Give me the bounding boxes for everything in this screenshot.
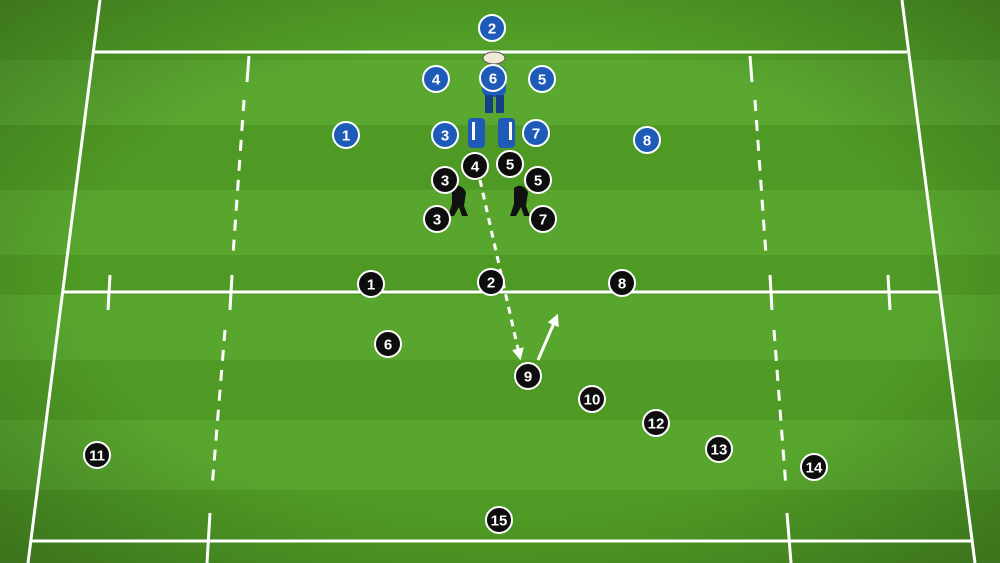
player-number: 7	[539, 212, 547, 229]
attacking-player-figure-icon	[510, 185, 530, 216]
blue-player: 7	[522, 119, 550, 147]
lifter-icon	[498, 118, 515, 148]
black-player: 5	[496, 150, 524, 178]
pass-arrow	[478, 179, 524, 361]
player-number: 2	[488, 21, 496, 38]
touchline-left	[26, 0, 102, 563]
player-number: 3	[441, 173, 449, 190]
black-player: 12	[642, 409, 670, 437]
black-team: 4 5 3 5 3 7 1 2 8 6 9 10 12 11 13 14 15	[83, 150, 828, 534]
blue-player: 8	[633, 126, 661, 154]
movement-arrows	[478, 179, 559, 361]
black-player: 3	[423, 205, 451, 233]
black-player: 8	[608, 269, 636, 297]
black-player: 13	[705, 435, 733, 463]
black-player: 2	[477, 268, 505, 296]
blue-player: 4	[422, 65, 450, 93]
black-player: 15	[485, 506, 513, 534]
attacking-player-figure-icon	[448, 185, 468, 216]
dashed-line-upper-right	[753, 99, 768, 256]
blue-player: 1	[332, 121, 360, 149]
black-player: 6	[374, 330, 402, 358]
player-number: 13	[711, 442, 728, 459]
blue-player: 5	[528, 65, 556, 93]
blue-player: 2	[478, 14, 506, 42]
black-player: 5	[524, 166, 552, 194]
player-number: 6	[489, 71, 497, 88]
blue-player: 6	[479, 64, 507, 92]
player-number: 5	[538, 72, 546, 89]
blue-team: 2 4 6 5 1 3 7 8	[332, 14, 661, 154]
player-number: 2	[487, 275, 495, 292]
player-number: 3	[433, 212, 441, 229]
player-number: 15	[491, 513, 508, 530]
player-number: 5	[534, 173, 542, 190]
player-number: 6	[384, 337, 392, 354]
player-number: 4	[432, 72, 441, 89]
player-number: 5	[506, 157, 514, 174]
player-number: 3	[441, 128, 449, 145]
lifter-icon	[468, 118, 485, 148]
player-number: 1	[367, 277, 375, 294]
run-arrow	[536, 313, 559, 361]
player-number: 11	[89, 448, 105, 465]
pitch-lines	[26, 0, 977, 563]
touchline-right	[900, 0, 977, 563]
player-number: 8	[643, 133, 651, 150]
player-number: 14	[806, 460, 823, 477]
dashed-line-lower-right	[772, 329, 788, 489]
black-player: 1	[357, 270, 385, 298]
black-player: 11	[83, 441, 111, 469]
dashed-line-lower-left	[210, 329, 227, 489]
player-number: 1	[342, 128, 350, 145]
black-player: 3	[431, 166, 459, 194]
black-player: 7	[529, 205, 557, 233]
dashed-line-upper-left	[231, 99, 246, 256]
player-number: 12	[648, 416, 665, 433]
player-number: 7	[532, 126, 540, 143]
black-player: 9	[514, 362, 542, 390]
player-number: 8	[618, 276, 626, 293]
player-number: 9	[524, 369, 532, 386]
blue-player: 3	[431, 121, 459, 149]
black-player: 10	[578, 385, 606, 413]
black-player: 14	[800, 453, 828, 481]
player-number: 10	[584, 392, 601, 409]
black-player: 4	[461, 152, 489, 180]
player-number: 4	[471, 159, 480, 176]
